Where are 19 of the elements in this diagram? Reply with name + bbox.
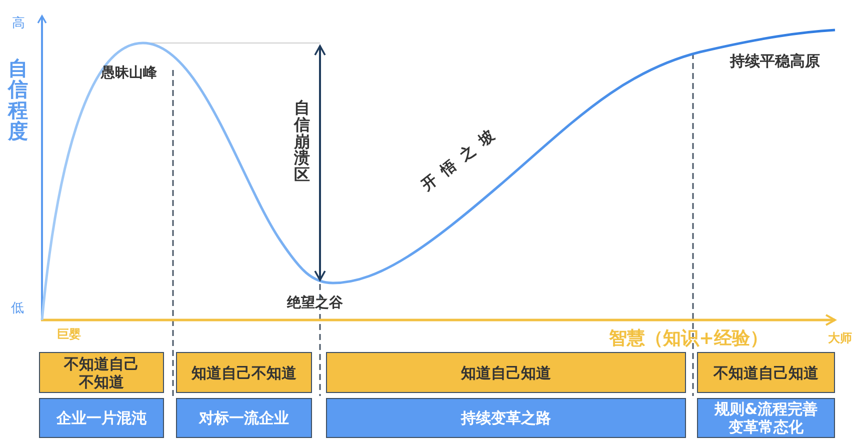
axis-title: 自信程度 [8, 58, 28, 142]
practice-box: 规则&流程完善变革常态化 [697, 398, 835, 438]
peak-label: 愚昧山峰 [101, 64, 157, 82]
valley-label: 绝望之谷 [287, 294, 343, 312]
axis-label: 低 [11, 300, 24, 317]
stage-box: 不知道自己不知道 [39, 352, 164, 393]
practice-box: 持续变革之路 [326, 398, 686, 438]
practice-box: 对标一流企业 [176, 398, 312, 438]
axis-label: 高 [12, 15, 25, 32]
plateau-label: 持续平稳高原 [730, 52, 820, 71]
practice-box: 企业一片混沌 [39, 398, 164, 438]
stage-box: 知道自己不知道 [176, 352, 312, 393]
axis-title: 智慧（知识+经验） [609, 327, 768, 350]
axis-label: 大师 [828, 330, 852, 347]
stage-box: 不知道自己知道 [697, 352, 835, 393]
axis-label: 巨婴 [57, 326, 81, 343]
stage-box: 知道自己知道 [326, 352, 686, 393]
slope-label: 开悟之坡 [418, 120, 506, 195]
zone-label: 自信崩溃区 [294, 100, 310, 184]
